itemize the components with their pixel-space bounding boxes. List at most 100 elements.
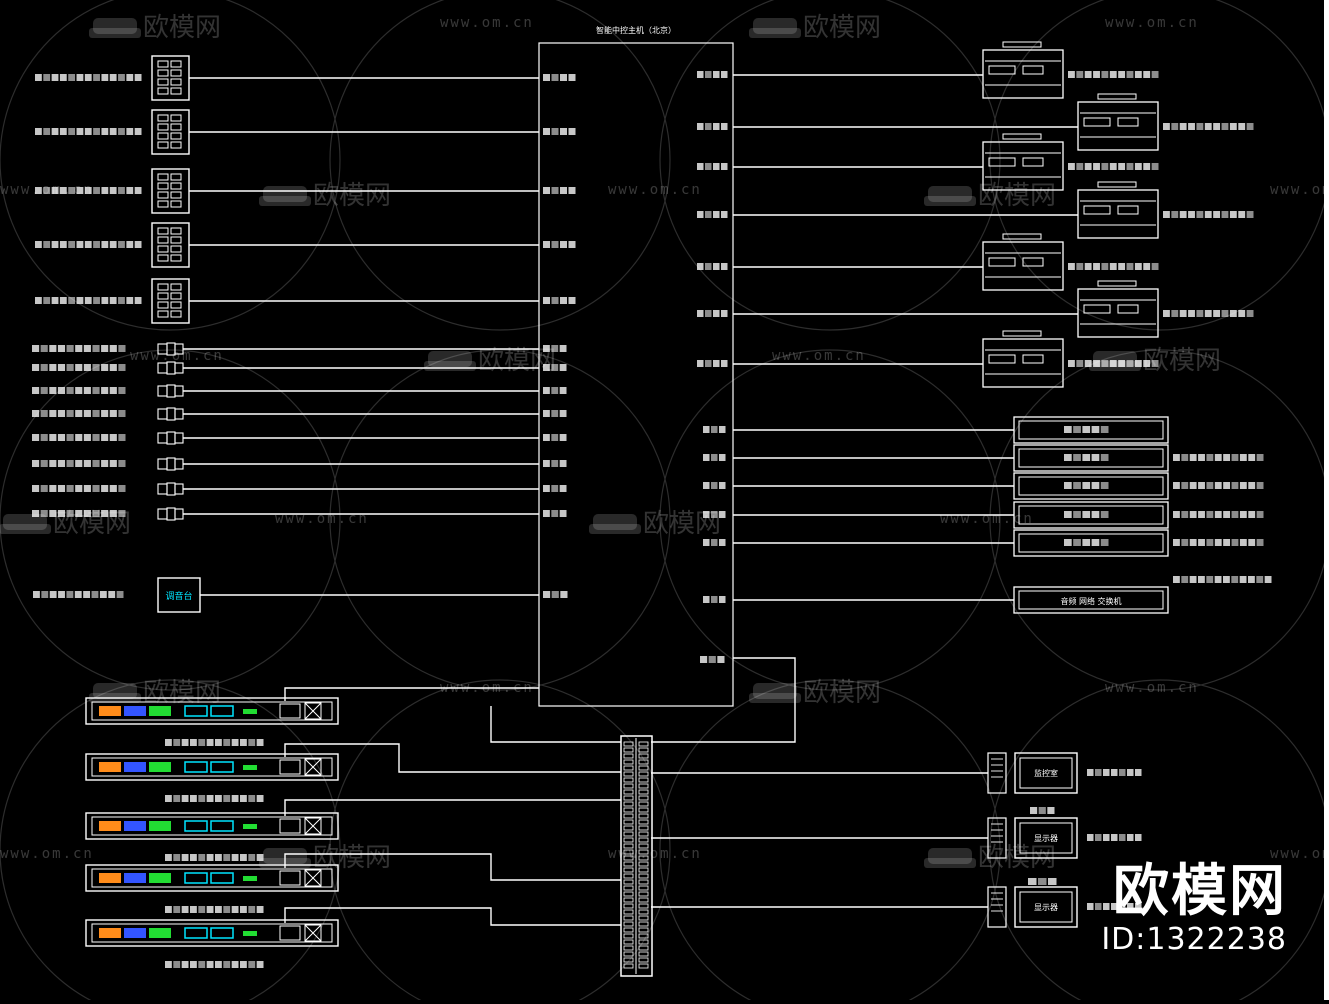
label-glyph bbox=[126, 187, 134, 194]
label-glyph bbox=[1248, 511, 1256, 518]
label-glyph bbox=[1206, 576, 1214, 583]
dsp-port-panel bbox=[279, 759, 301, 775]
controller-port-label bbox=[543, 410, 567, 417]
controller-port-label bbox=[543, 364, 567, 371]
label-glyph bbox=[1068, 263, 1075, 270]
dsp-label bbox=[165, 854, 264, 861]
label-glyph bbox=[703, 454, 710, 461]
unit-label bbox=[1163, 310, 1254, 317]
unit-display bbox=[988, 257, 1016, 267]
label-glyph bbox=[57, 345, 66, 352]
network-switch-label: 音频 网络 交换机 bbox=[1060, 596, 1121, 606]
dsp-fan bbox=[304, 758, 322, 776]
label-glyph bbox=[223, 795, 231, 802]
keypad-button bbox=[157, 310, 169, 318]
label-glyph bbox=[1248, 576, 1255, 583]
label-glyph bbox=[713, 360, 720, 367]
sofa-seat bbox=[89, 28, 141, 38]
sofa-back bbox=[1093, 351, 1137, 367]
label-glyph bbox=[559, 460, 567, 467]
label-glyph bbox=[1118, 263, 1126, 270]
switch-port bbox=[638, 819, 649, 825]
label-glyph bbox=[68, 241, 76, 248]
pc-top-label bbox=[1030, 807, 1055, 814]
keypad-button bbox=[170, 123, 182, 131]
plug-tip bbox=[174, 508, 184, 520]
label-glyph bbox=[1119, 834, 1126, 841]
label-glyph bbox=[1204, 310, 1212, 317]
keypad-button bbox=[157, 114, 169, 122]
label-glyph bbox=[1134, 71, 1142, 78]
label-glyph bbox=[49, 434, 57, 441]
label-glyph bbox=[713, 310, 720, 317]
unit-display bbox=[1083, 304, 1111, 314]
label-glyph bbox=[83, 485, 91, 492]
label-glyph bbox=[256, 906, 264, 913]
plug-body bbox=[157, 408, 168, 420]
label-glyph bbox=[1248, 482, 1256, 489]
watermark-url-text: www.om.cn bbox=[275, 511, 369, 527]
switch-port bbox=[623, 801, 634, 807]
label-glyph bbox=[84, 297, 92, 304]
label-glyph bbox=[101, 510, 109, 517]
label-glyph bbox=[223, 739, 231, 746]
label-glyph bbox=[74, 591, 82, 598]
dsp-input-block bbox=[99, 873, 121, 883]
plug-sleeve bbox=[166, 507, 176, 521]
label-glyph bbox=[49, 410, 57, 417]
label-glyph bbox=[32, 510, 40, 517]
label-glyph bbox=[1214, 511, 1222, 518]
label-glyph bbox=[181, 795, 189, 802]
connector-plug bbox=[157, 384, 184, 398]
watermark-url-text: www.om.cn bbox=[1270, 846, 1329, 862]
watermark-sofa-icon bbox=[424, 351, 476, 371]
label-glyph bbox=[240, 739, 247, 746]
switch-port bbox=[638, 747, 649, 753]
watermark-logo-text: 欧模网 bbox=[53, 509, 131, 539]
label-glyph bbox=[198, 906, 206, 913]
label-glyph bbox=[1143, 360, 1151, 367]
label-glyph bbox=[231, 739, 239, 746]
connector-label bbox=[32, 485, 126, 492]
label-glyph bbox=[1246, 211, 1254, 218]
label-glyph bbox=[721, 360, 728, 367]
label-glyph bbox=[713, 123, 720, 130]
keypad-button bbox=[157, 182, 169, 190]
label-glyph bbox=[1229, 123, 1237, 130]
label-glyph bbox=[101, 410, 109, 417]
label-glyph bbox=[717, 656, 725, 663]
unit-display bbox=[1117, 304, 1139, 314]
switch-port bbox=[638, 915, 649, 921]
label-glyph bbox=[1087, 769, 1094, 776]
label-glyph bbox=[1223, 454, 1231, 461]
label-glyph bbox=[1091, 511, 1100, 518]
network-link-line bbox=[284, 853, 621, 881]
label-glyph bbox=[248, 961, 256, 968]
switch-port bbox=[623, 927, 634, 933]
label-glyph bbox=[1100, 454, 1109, 461]
rack-faceplate bbox=[1018, 448, 1164, 468]
label-glyph bbox=[40, 434, 48, 441]
brand-id: ID:1322238 bbox=[1101, 922, 1287, 957]
dsp-fan bbox=[304, 702, 322, 720]
watermark-url-text: www.om.cn bbox=[130, 348, 224, 364]
label-glyph bbox=[1181, 576, 1189, 583]
label-glyph bbox=[35, 128, 42, 135]
central-controller-box bbox=[538, 42, 734, 707]
switch-port bbox=[623, 843, 634, 849]
label-glyph bbox=[721, 263, 728, 270]
controller-port-label bbox=[703, 511, 726, 518]
plug-tip bbox=[174, 458, 184, 470]
label-glyph bbox=[66, 364, 74, 371]
power-controller-unit bbox=[1077, 280, 1159, 338]
label-glyph bbox=[32, 460, 40, 467]
label-glyph bbox=[76, 297, 84, 304]
label-glyph bbox=[1206, 511, 1214, 518]
label-glyph bbox=[66, 410, 74, 417]
controller-port-label bbox=[703, 426, 726, 433]
label-glyph bbox=[713, 263, 720, 270]
unit-handle bbox=[1002, 133, 1042, 140]
unit-chassis bbox=[1077, 189, 1159, 239]
label-glyph bbox=[92, 510, 100, 517]
